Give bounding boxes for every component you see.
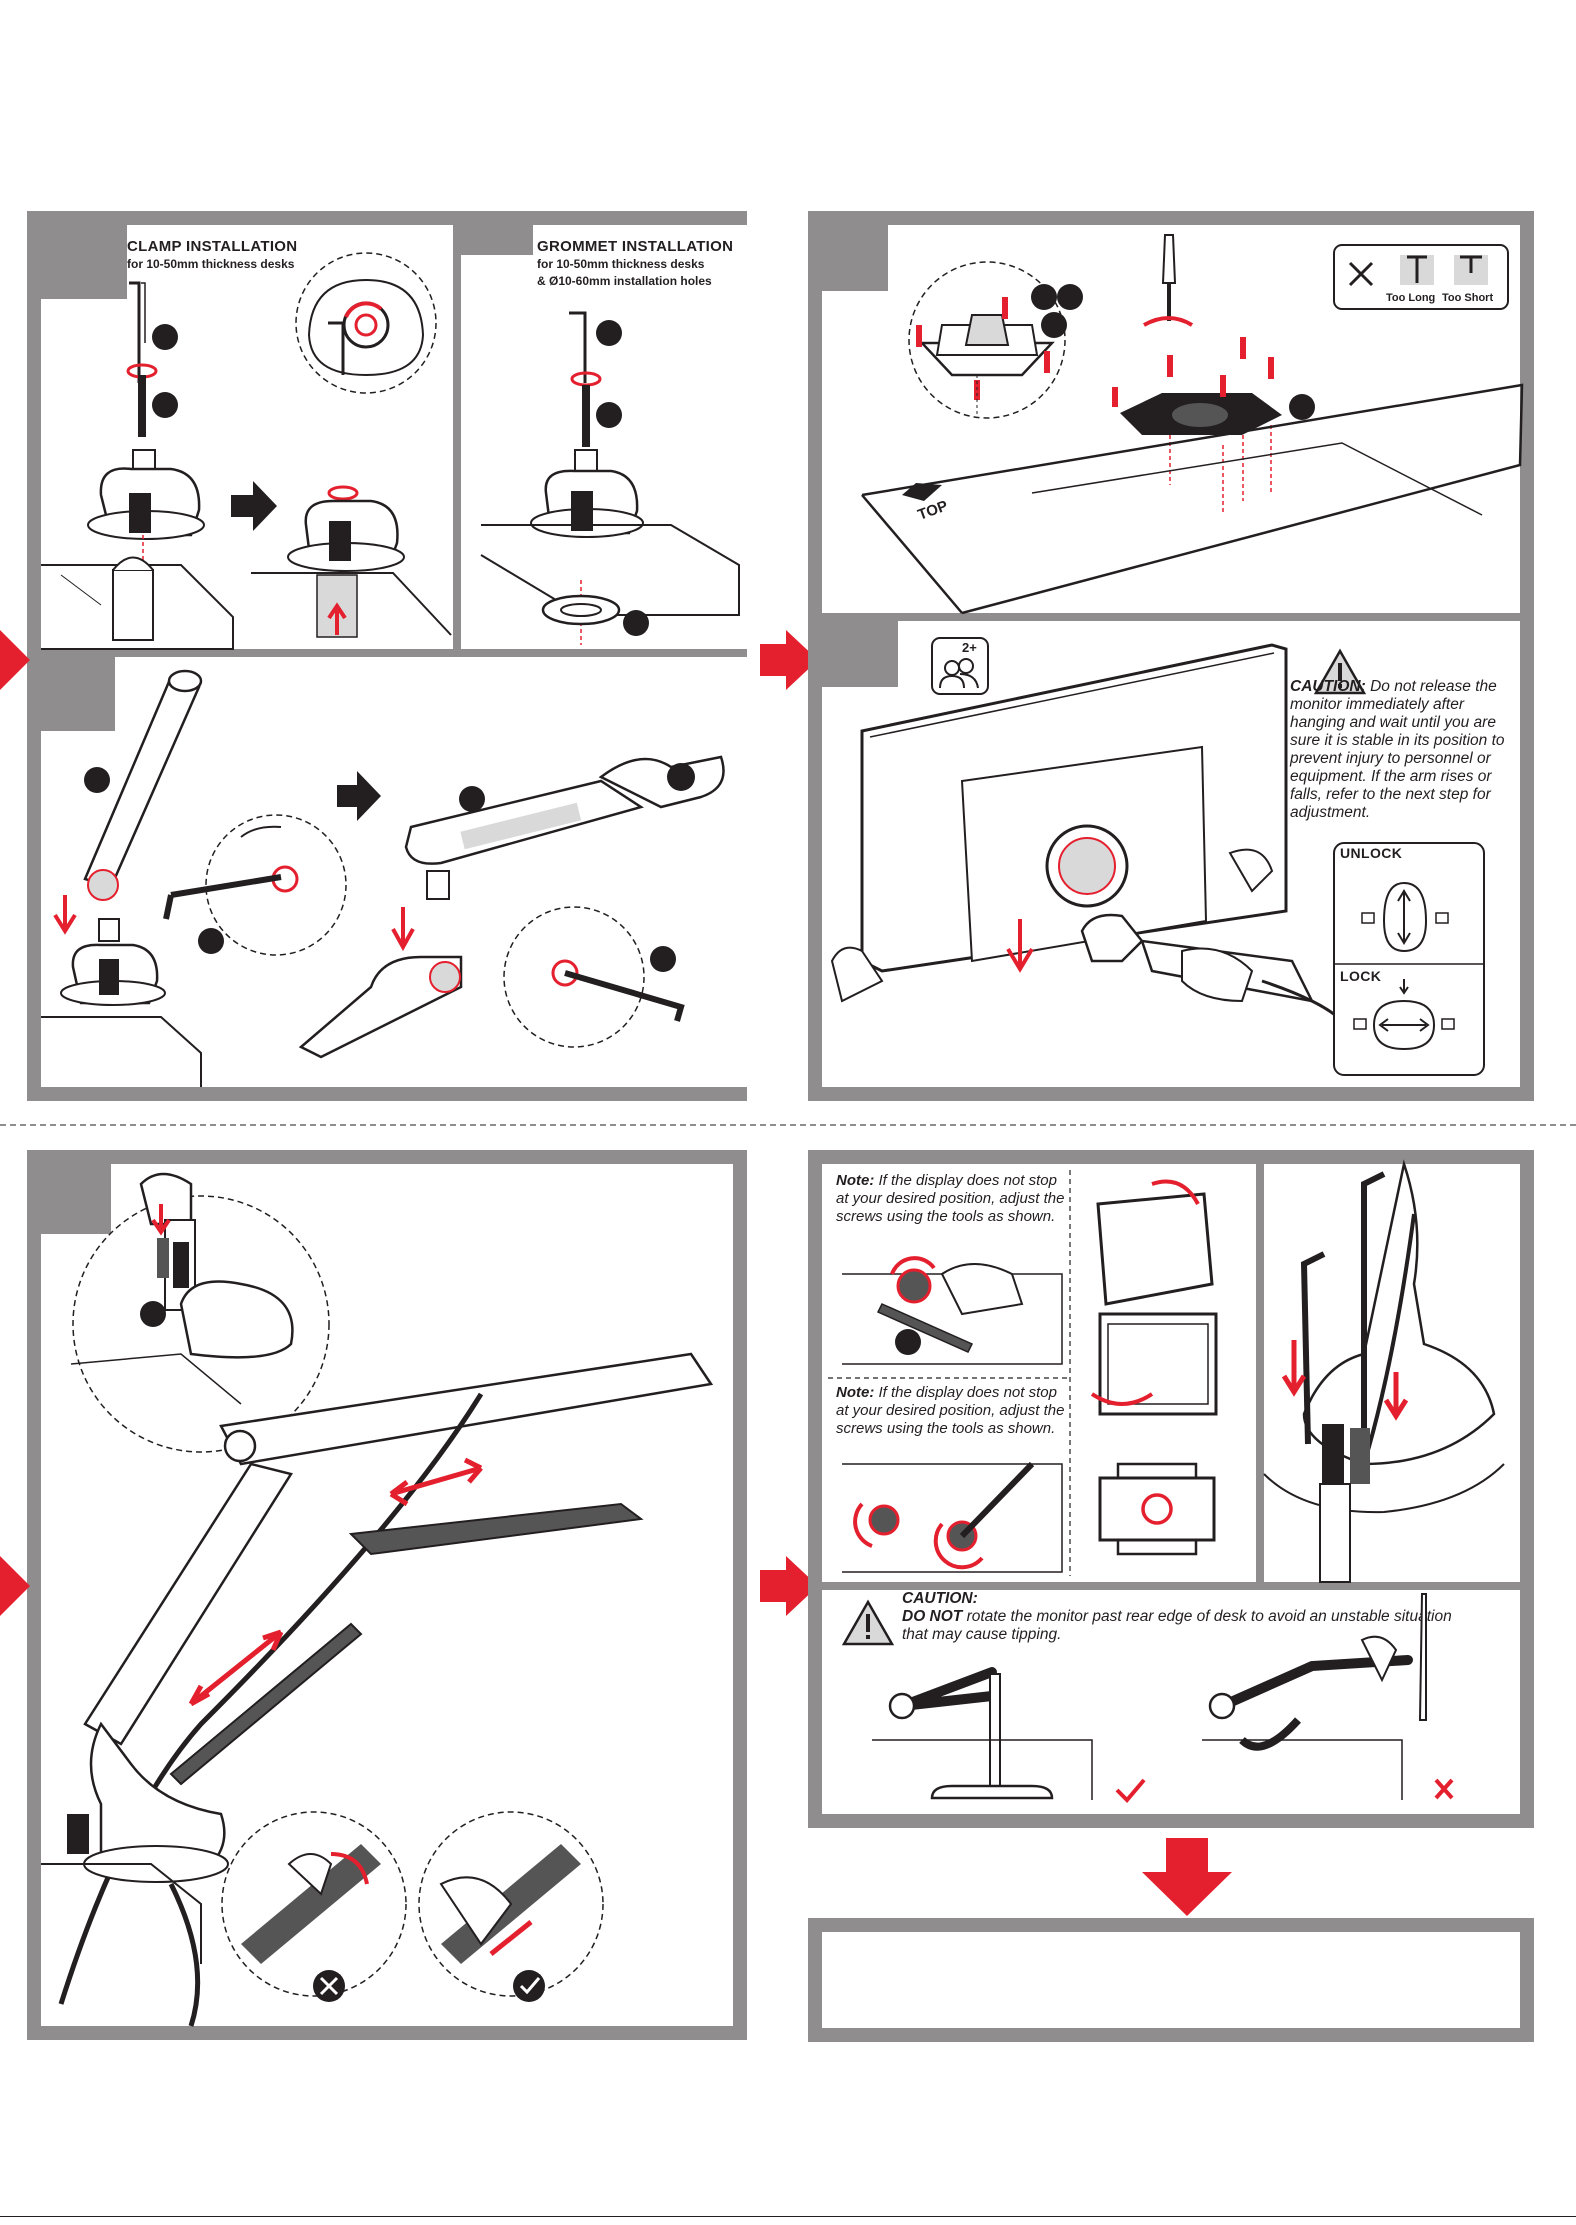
section-divider xyxy=(0,1124,1576,1126)
tipping-caution-text: CAUTION: DO NOT rotate the monitor past … xyxy=(902,1590,1462,1644)
tipping-caution-label: CAUTION: xyxy=(902,1590,978,1607)
adjust-note-body: If the display does not stop at your des… xyxy=(836,1172,1065,1225)
clamp-title: CLAMP INSTALLATION xyxy=(127,238,298,255)
two-person-icon xyxy=(931,637,989,695)
adjust-note-label: Note: xyxy=(836,1172,875,1189)
grommet-illustration xyxy=(480,311,740,645)
next-step-arrow xyxy=(0,1556,30,1616)
grommet-title: GROMMET INSTALLATION xyxy=(537,238,734,255)
hang-monitor-illustration xyxy=(830,643,1485,1076)
too-short-label: Too Short xyxy=(1442,292,1494,304)
cable-management-illustration xyxy=(41,1172,714,2027)
too-long-label: Too Long xyxy=(1386,292,1436,304)
clamp-subtitle: for 10-50mm thickness desks xyxy=(127,257,295,271)
hang-caution-body: Do not release the monitor immediately a… xyxy=(1290,678,1505,821)
hang-caution-label: CAUTION: xyxy=(1290,678,1366,695)
step-tab xyxy=(41,1164,111,1234)
grommet-installation-panel xyxy=(461,225,747,649)
step-tab xyxy=(41,657,115,731)
clamp-illustration xyxy=(41,252,452,650)
tipping-caution-body: rotate the monitor past rear edge of des… xyxy=(902,1608,1452,1643)
warning-icon xyxy=(841,1599,895,1646)
grommet-subtitle-1: for 10-50mm thickness desks xyxy=(537,257,705,271)
lock-label: LOCK xyxy=(1340,968,1382,984)
step-tab xyxy=(41,225,127,299)
adjust-note-1: Note: If the display does not stop at yo… xyxy=(836,1172,1068,1226)
next-step-arrow xyxy=(760,1556,818,1616)
footer-rule xyxy=(0,2216,1576,2217)
adjust-note-label: Note: xyxy=(836,1384,875,1401)
final-step-panel xyxy=(822,1932,1520,2028)
tipping-illustration xyxy=(872,1593,1454,1803)
adjust-note-2: Note: If the display does not stop at yo… xyxy=(836,1384,1068,1438)
unlock-label: UNLOCK xyxy=(1340,845,1403,861)
next-step-arrow xyxy=(0,630,30,690)
step-tab xyxy=(822,225,888,291)
arm-attach-illustration xyxy=(41,669,725,1087)
vesa-plate-illustration: TOP xyxy=(861,234,1524,615)
allen-key-storage-illustration xyxy=(1263,1159,1505,1583)
adjust-note-body: If the display does not stop at your des… xyxy=(836,1384,1065,1437)
step-tab xyxy=(461,225,533,255)
svg-text:TOP: TOP xyxy=(916,497,951,523)
grommet-subtitle-2: & Ø10-60mm installation holes xyxy=(537,274,712,288)
hang-caution-text: CAUTION: Do not release the monitor imme… xyxy=(1290,678,1512,822)
adjust-tension-illustration xyxy=(828,1170,1218,1576)
tipping-do-not: DO NOT xyxy=(902,1608,963,1625)
step-tab xyxy=(822,621,898,687)
next-step-arrow xyxy=(1142,1838,1232,1916)
people-count: 2+ xyxy=(962,640,977,655)
next-step-arrow xyxy=(760,630,818,690)
